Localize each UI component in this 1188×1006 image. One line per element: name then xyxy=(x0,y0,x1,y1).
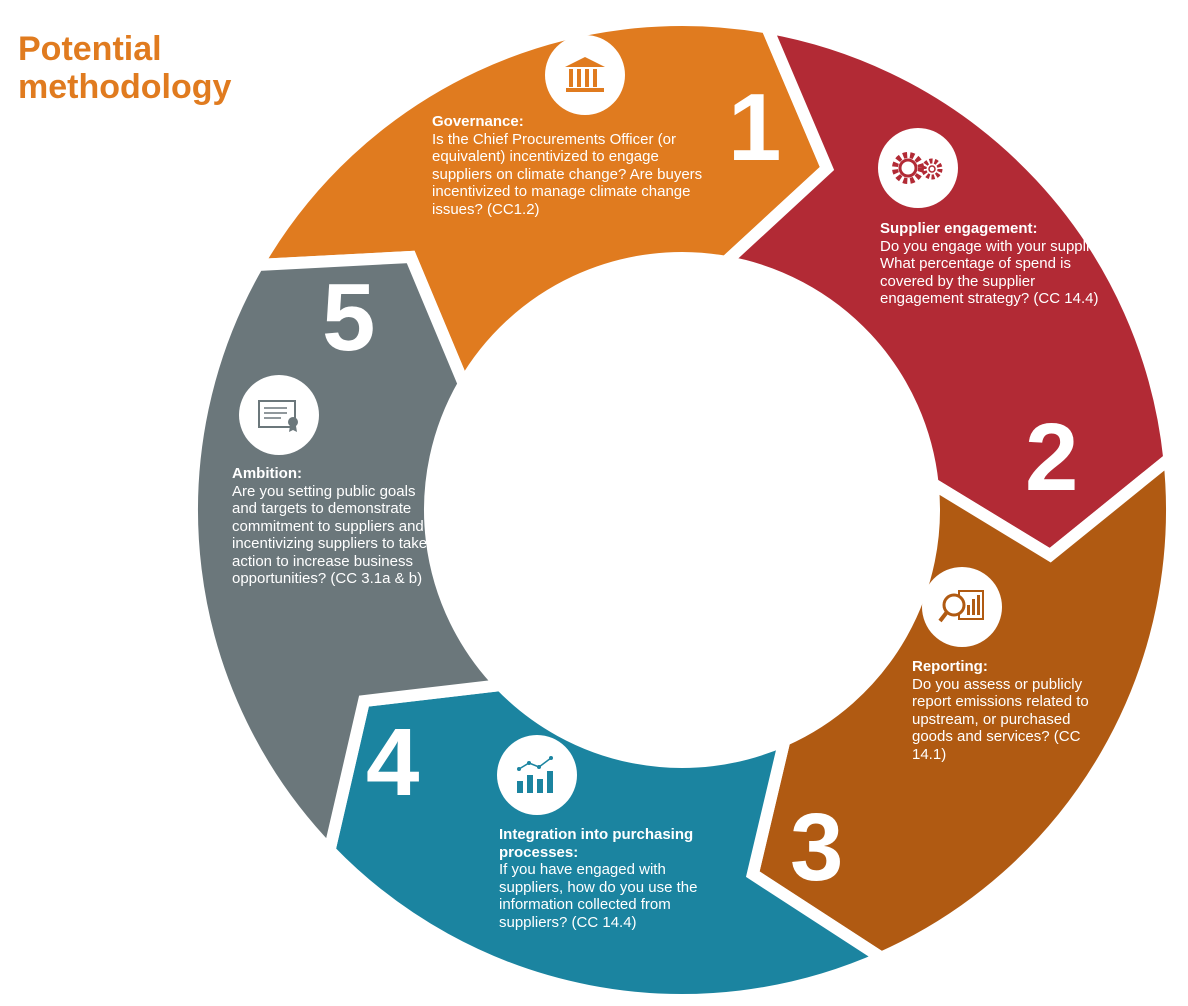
bar-chart-icon xyxy=(497,735,577,815)
magnifier-chart-icon xyxy=(922,567,1002,647)
step-5-number: 5 xyxy=(322,264,376,371)
step-1-number: 1 xyxy=(728,74,782,181)
step-5-heading: Ambition: xyxy=(232,465,302,482)
step-1-body: Is the Chief Procurements Officer (or eq… xyxy=(432,130,703,218)
step-4-number: 4 xyxy=(366,709,420,816)
step-2-number: 2 xyxy=(1025,404,1079,511)
segment-3 xyxy=(745,447,1178,965)
building-icon xyxy=(545,35,625,115)
step-3-heading: Reporting: xyxy=(912,658,988,675)
segment-4 xyxy=(322,678,894,1006)
segment-1 xyxy=(246,14,835,398)
step-5-body: Are you setting public goals and targets… xyxy=(232,482,428,588)
step-4-heading: Integration into purchasing processes: xyxy=(499,826,694,861)
step-3-body: Do you assess or publicly report emissio… xyxy=(912,675,1089,763)
step-5-text: Ambition:Are you setting public goals an… xyxy=(232,465,432,588)
step-3-text: Reporting:Do you assess or publicly repo… xyxy=(912,658,1092,763)
step-3-number: 3 xyxy=(790,794,844,901)
step-1-heading: Governance: xyxy=(432,113,524,130)
segment-2 xyxy=(712,19,1176,563)
step-2-text: Supplier engagement:Do you engage with y… xyxy=(880,220,1120,308)
certificate-icon xyxy=(239,375,319,455)
step-2-heading: Supplier engagement: xyxy=(880,220,1038,237)
step-1-text: Governance:Is the Chief Procurements Off… xyxy=(432,113,722,218)
page-title: Potential methodology xyxy=(18,30,232,106)
step-2-body: Do you engage with your suppliers? What … xyxy=(880,237,1119,308)
gears-icon xyxy=(878,128,958,208)
step-4-text: Integration into purchasing processes:If… xyxy=(499,826,699,931)
step-4-body: If you have engaged with suppliers, how … xyxy=(499,861,698,931)
